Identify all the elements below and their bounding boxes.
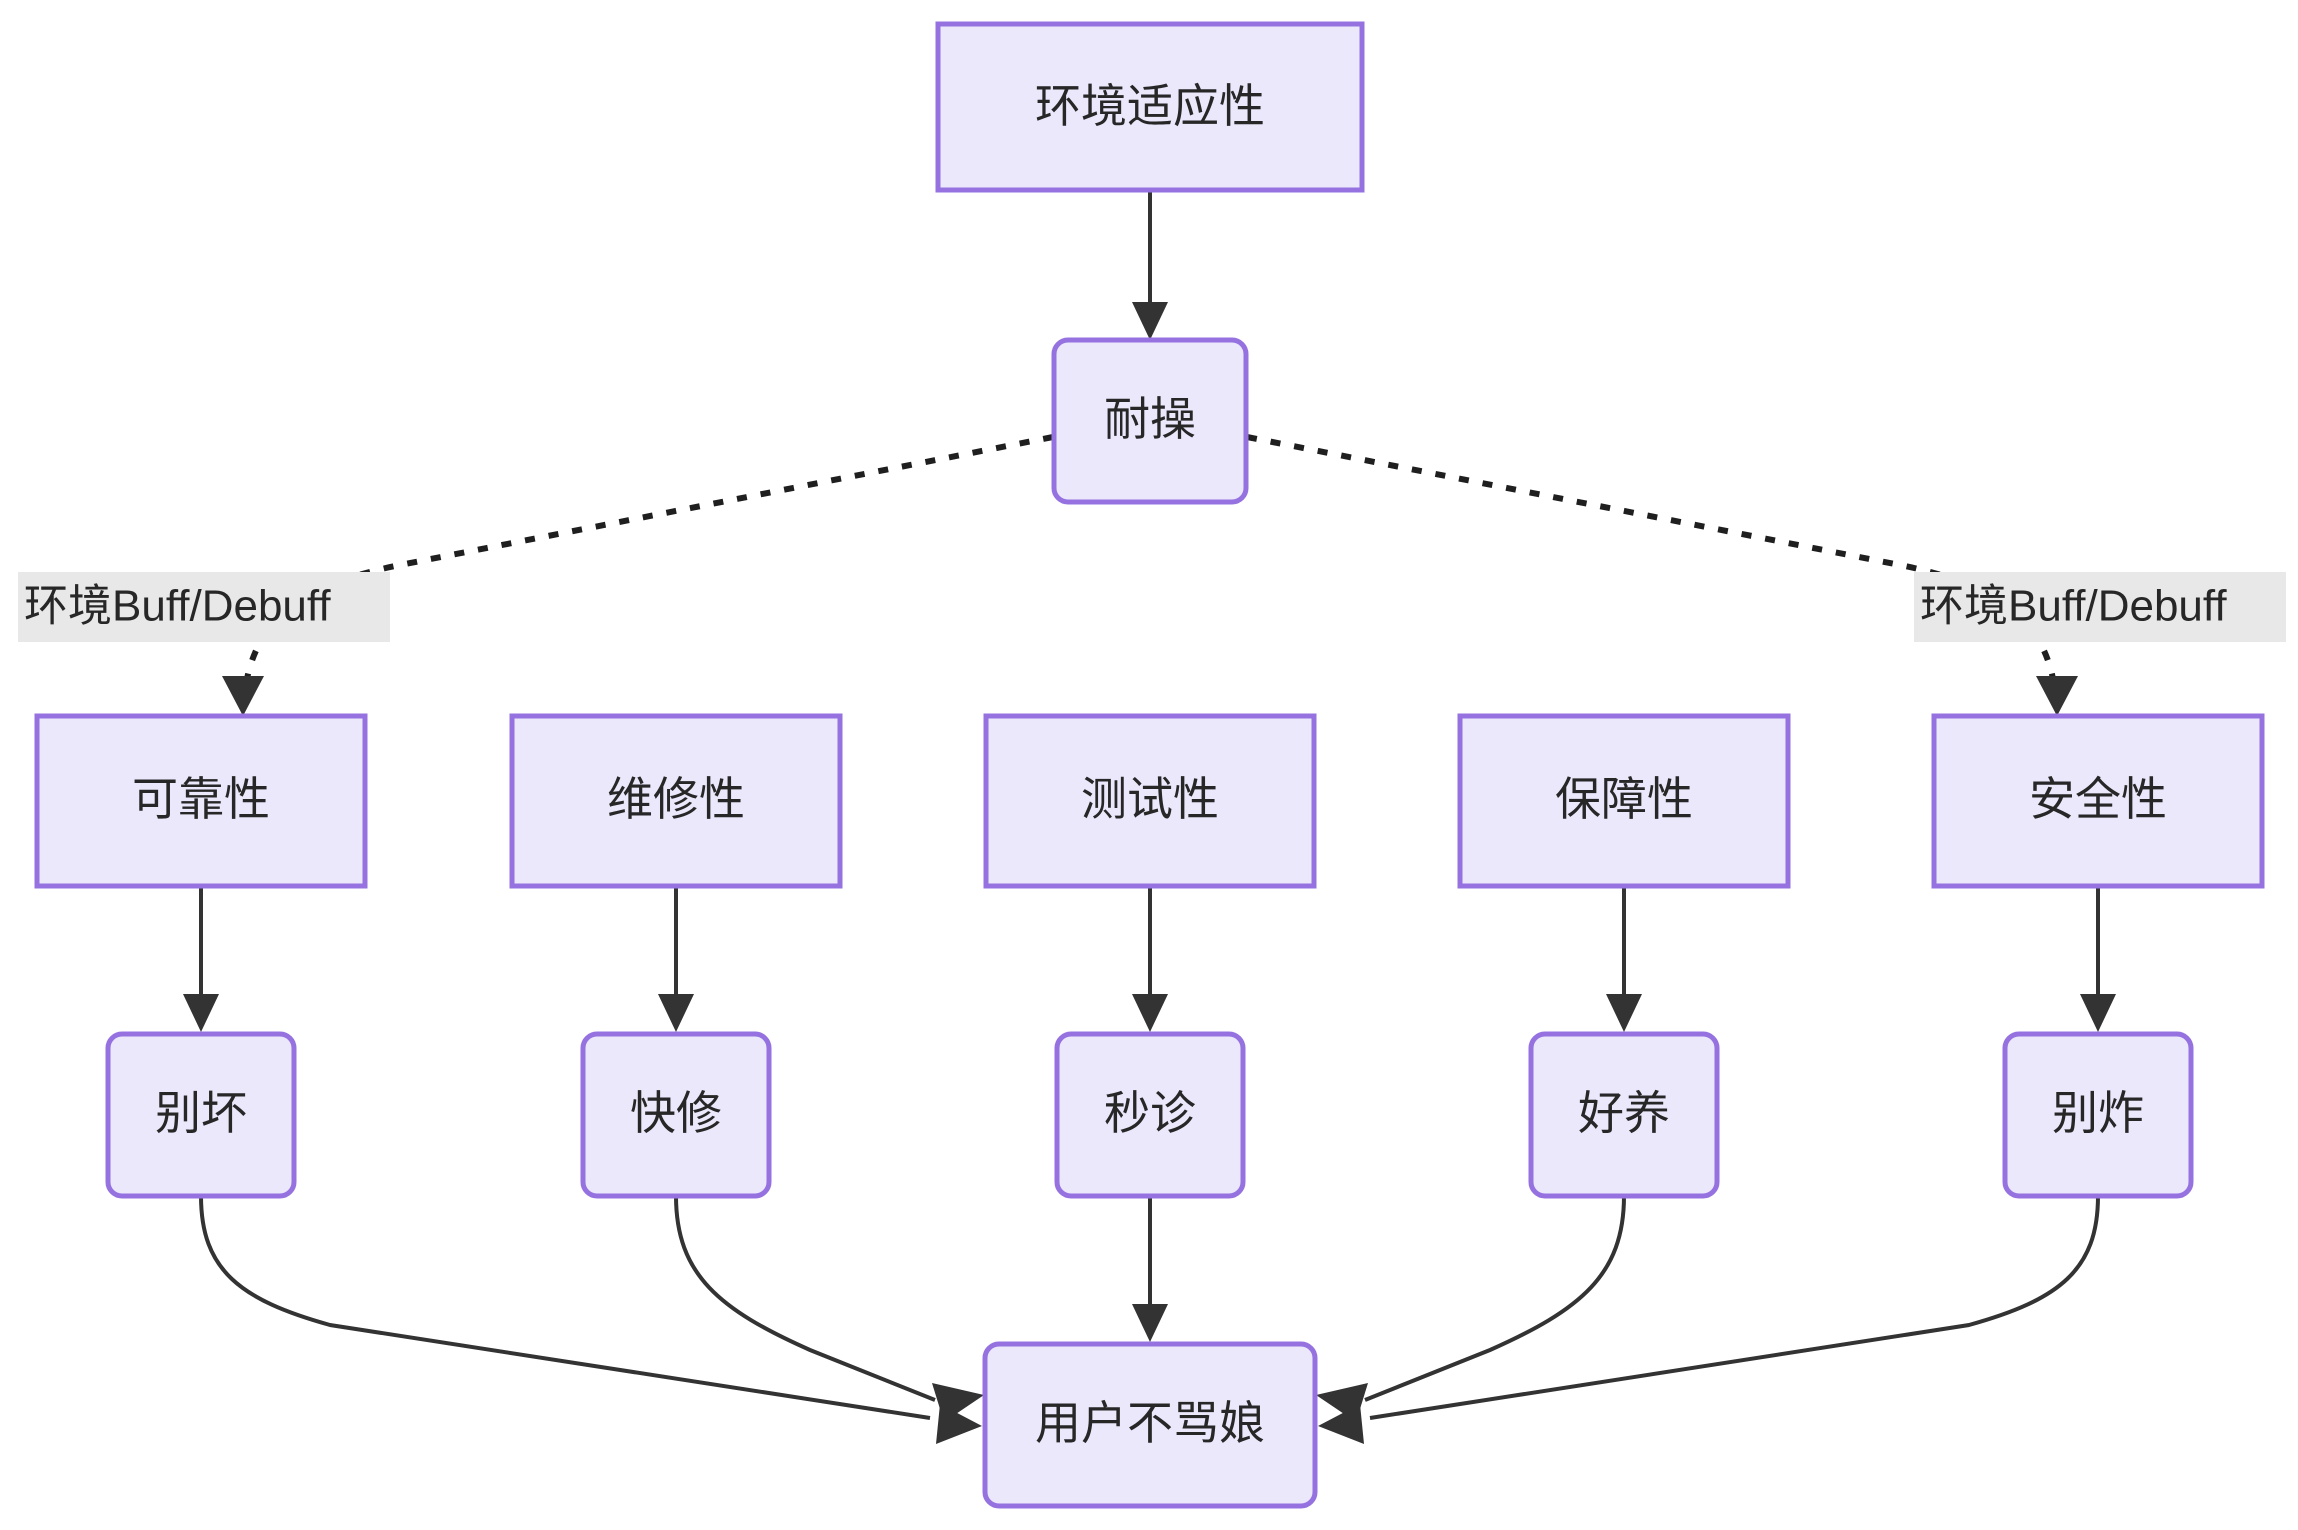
edge-biezha-to-goal bbox=[1318, 1195, 2100, 1444]
edge-env-to-naicao bbox=[1132, 190, 1168, 340]
node-test[interactable]: 测试性 bbox=[983, 713, 1317, 889]
edge-reliability-to-biehuai bbox=[183, 886, 219, 1032]
node-haoyang-label: 好养 bbox=[1578, 1087, 1670, 1139]
node-biehuai-label: 别坏 bbox=[155, 1087, 247, 1139]
edge-kuaixiu-to-goal bbox=[674, 1195, 984, 1422]
node-biehuai[interactable]: 别坏 bbox=[105, 1031, 297, 1199]
node-biezha-label: 别炸 bbox=[2052, 1087, 2144, 1139]
node-test-label: 测试性 bbox=[1081, 773, 1219, 825]
node-maintain-label: 维修性 bbox=[607, 773, 745, 825]
node-safety-label: 安全性 bbox=[2029, 773, 2167, 825]
node-kuaixiu-label: 快修 bbox=[630, 1087, 722, 1139]
edge-label-left-text: 环境Buff/Debuff bbox=[24, 582, 331, 631]
node-naicao-label: 耐操 bbox=[1104, 393, 1196, 445]
node-naicao[interactable]: 耐操 bbox=[1051, 337, 1249, 505]
edge-naicao-to-safety bbox=[1246, 434, 2078, 716]
node-reliability-label: 可靠性 bbox=[132, 773, 270, 825]
node-support-label: 保障性 bbox=[1555, 773, 1693, 825]
node-goal-label: 用户不骂娘 bbox=[1035, 1397, 1265, 1449]
node-support[interactable]: 保障性 bbox=[1457, 713, 1791, 889]
node-maintain[interactable]: 维修性 bbox=[509, 713, 843, 889]
node-reliability[interactable]: 可靠性 bbox=[34, 713, 368, 889]
edge-test-to-miaozhen bbox=[1132, 886, 1168, 1032]
edge-support-to-haoyang bbox=[1606, 886, 1642, 1032]
edge-haoyang-to-goal bbox=[1316, 1195, 1626, 1422]
node-env[interactable]: 环境适应性 bbox=[935, 21, 1365, 193]
edge-naicao-to-reliability bbox=[222, 434, 1054, 716]
node-biezha[interactable]: 别炸 bbox=[2002, 1031, 2194, 1199]
node-kuaixiu[interactable]: 快修 bbox=[580, 1031, 772, 1199]
edge-label-right-text: 环境Buff/Debuff bbox=[1920, 582, 2227, 631]
node-haoyang[interactable]: 好养 bbox=[1528, 1031, 1720, 1199]
node-goal[interactable]: 用户不骂娘 bbox=[982, 1341, 1318, 1509]
edge-miaozhen-to-goal bbox=[1132, 1196, 1168, 1342]
edge-maintain-to-kuaixiu bbox=[658, 886, 694, 1032]
node-env-label: 环境适应性 bbox=[1035, 80, 1265, 132]
edge-label-left: 环境Buff/Debuff bbox=[18, 572, 390, 642]
edge-biehuai-to-goal bbox=[199, 1195, 982, 1444]
node-layer: 环境适应性 耐操 可靠性 维修性 测试性 保障性 bbox=[34, 21, 2265, 1509]
node-safety[interactable]: 安全性 bbox=[1931, 713, 2265, 889]
edge-layer bbox=[183, 190, 2116, 1444]
node-miaozhen-label: 秒诊 bbox=[1104, 1087, 1196, 1139]
edge-safety-to-biezha bbox=[2080, 886, 2116, 1032]
edge-label-right: 环境Buff/Debuff bbox=[1914, 572, 2286, 642]
node-miaozhen[interactable]: 秒诊 bbox=[1054, 1031, 1246, 1199]
